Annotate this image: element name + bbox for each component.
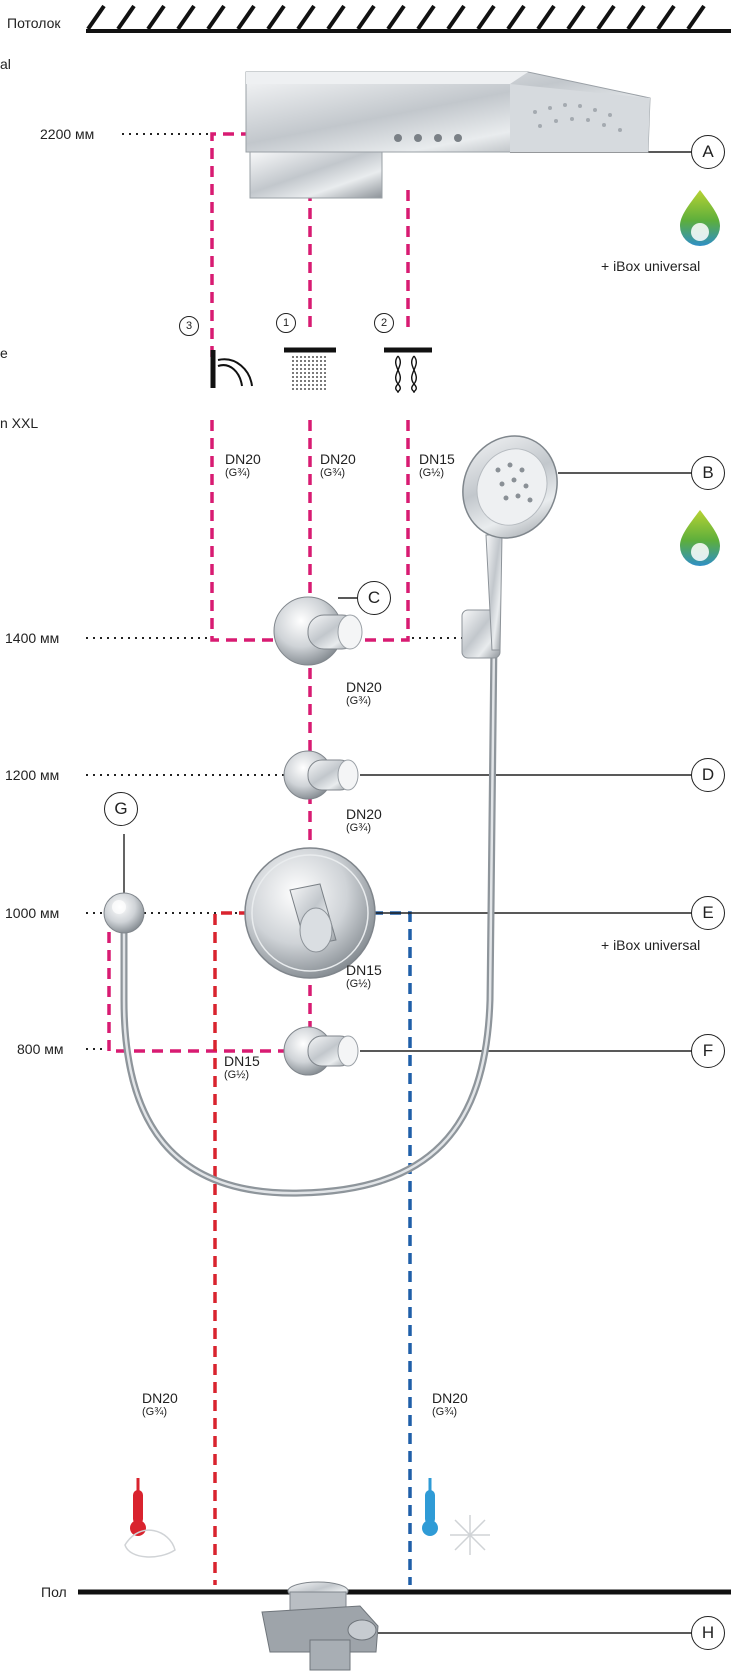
pipe-label: DN20(G¾) — [346, 806, 382, 834]
pipe-label: DN20(G¾) — [346, 679, 382, 707]
edge-text-b: e — [0, 345, 8, 361]
callout-e: E — [691, 896, 725, 930]
callout-g: G — [104, 792, 138, 826]
callout-h: H — [691, 1616, 725, 1650]
shutoff-valve-d — [283, 750, 359, 800]
eco-smart-icon — [680, 190, 720, 246]
overhead-shower — [245, 71, 651, 199]
height-label-800: 800 мм — [17, 1041, 64, 1057]
height-label-1400: 1400 мм — [5, 630, 60, 646]
pipe-label: DN15(G½) — [346, 962, 382, 990]
pipe-label: DN15(G½) — [224, 1053, 260, 1081]
pipe-label: DN15(G½) — [419, 451, 455, 479]
wall-outlet-g — [103, 892, 145, 934]
pipe-label: DN20(G¾) — [320, 451, 356, 479]
diverter-valve-c — [273, 596, 363, 666]
hand-shower — [461, 435, 558, 659]
edge-text-c: n XXL — [0, 415, 39, 431]
outlet-number-3: 3 — [179, 316, 199, 336]
callout-leaders — [123, 151, 693, 1634]
magenta-pipes — [107, 132, 410, 1053]
edge-text-a: al — [0, 56, 11, 72]
outlet-number-2: 2 — [374, 313, 394, 333]
eco-smart-icon — [680, 510, 720, 566]
rain-spray-icon — [284, 347, 336, 392]
massage-spray-icon — [384, 347, 432, 393]
callout-d: D — [691, 758, 725, 792]
hot-water-pipe — [213, 911, 250, 1585]
cold-water-icon — [422, 1478, 490, 1555]
ibox-note: + iBox universal — [601, 258, 701, 274]
callout-a: A — [691, 135, 725, 169]
callout-b: B — [691, 456, 725, 490]
callout-c: C — [357, 581, 391, 615]
floor-label: Пол — [41, 1584, 67, 1600]
ceiling-hatch-icon — [86, 4, 731, 33]
bath-drain-h — [261, 1581, 379, 1671]
height-label-1000: 1000 мм — [5, 905, 60, 921]
pipe-label: DN20(G¾) — [142, 1390, 178, 1418]
pipe-label: DN20(G¾) — [432, 1390, 468, 1418]
hot-water-icon — [124, 1478, 176, 1558]
callout-f: F — [691, 1034, 725, 1068]
pipe-label: DN20(G¾) — [225, 451, 261, 479]
height-label-2200: 2200 мм — [40, 126, 95, 142]
waterfall-spray-icon — [210, 350, 253, 388]
shutoff-valve-f — [283, 1026, 359, 1076]
ibox-note: + iBox universal — [601, 937, 701, 953]
cold-water-pipe — [372, 911, 412, 1585]
ceiling-label: Потолок — [7, 15, 61, 31]
outlet-number-1: 1 — [276, 313, 296, 333]
thermostat-e — [244, 847, 376, 979]
height-label-1200: 1200 мм — [5, 767, 60, 783]
